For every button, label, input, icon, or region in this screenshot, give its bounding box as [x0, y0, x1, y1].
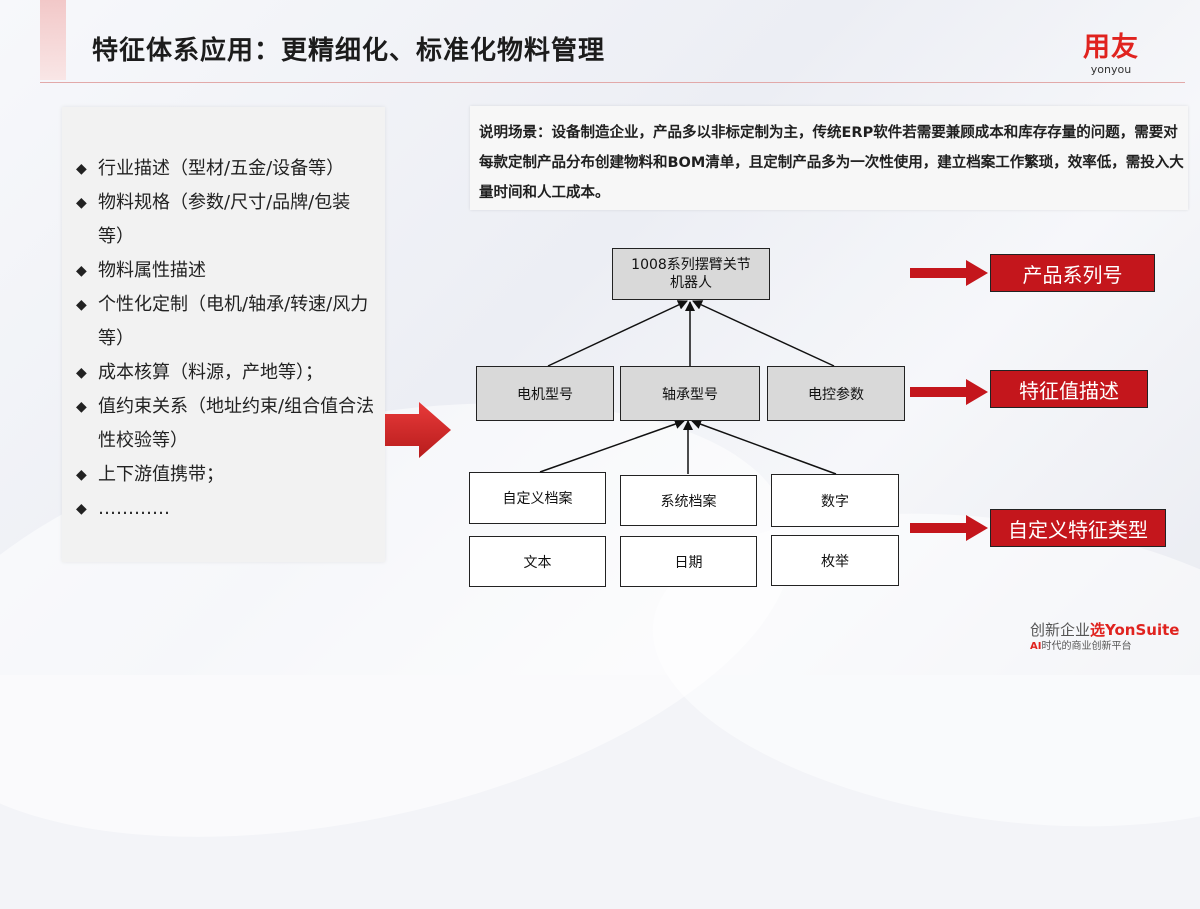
feature-node: 电控参数	[767, 366, 905, 421]
type-node: 文本	[469, 536, 606, 587]
diamond-bullet-icon: ◆	[76, 467, 87, 483]
label-text: 特征值描述	[1019, 378, 1119, 403]
label-text: 自定义特征类型	[1008, 517, 1148, 542]
type-node: 数字	[771, 474, 899, 527]
bullet-text: 个性化定制（电机/轴承/转速/风力等）	[98, 294, 369, 349]
slide-title: 特征体系应用：更精细化、标准化物料管理	[92, 36, 606, 66]
type-node: 日期	[620, 536, 757, 587]
feature-node: 电机型号	[476, 366, 614, 421]
feature-bullet-list: ◆ 行业描述（型材/五金/设备等） ◆ 物料规格（参数/尺寸/品牌/包装等） ◆ 物料…	[76, 152, 376, 526]
node-label: 系统档案	[660, 493, 717, 510]
diamond-bullet-icon: ◆	[76, 263, 87, 279]
label-arrow-icon	[910, 260, 988, 286]
node-label: 1008系列摆臂关节机器人	[631, 257, 751, 291]
type-node: 自定义档案	[469, 472, 606, 524]
big-right-arrow-icon	[385, 402, 451, 458]
label-custom-feature-type: 自定义特征类型	[990, 509, 1166, 547]
bullet-text: 物料规格（参数/尺寸/品牌/包装等）	[98, 192, 351, 247]
bullet-item: ◆ 物料规格（参数/尺寸/品牌/包装等）	[76, 186, 376, 254]
node-label: 枚举	[821, 553, 849, 570]
diamond-bullet-icon: ◆	[76, 399, 87, 415]
bullet-text: 上下游值携带；	[98, 464, 224, 485]
bullet-item: ◆ 个性化定制（电机/轴承/转速/风力等）	[76, 288, 376, 356]
title-divider	[40, 82, 1185, 83]
yonsuite-brand: 创新企业选YonSuite AI时代的商业创新平台	[1030, 620, 1180, 654]
label-text: 产品系列号	[1022, 262, 1123, 287]
label-arrow-icon	[910, 379, 988, 405]
logo-text-en: yonyou	[1090, 63, 1132, 76]
scenario-description-text: 说明场景：设备制造企业，产品多以非标定制为主，传统ERP软件若需要兼顾成本和库存…	[479, 125, 1184, 201]
type-node: 系统档案	[620, 475, 757, 526]
diamond-bullet-icon: ◆	[76, 501, 87, 517]
feature-list-panel: ◆ 行业描述（型材/五金/设备等） ◆ 物料规格（参数/尺寸/品牌/包装等） ◆ 物料…	[62, 107, 385, 562]
yonsuite-slogan: 创新企业选YonSuite	[1030, 620, 1180, 640]
slogan-prefix: 创新企业	[1030, 621, 1091, 639]
diamond-bullet-icon: ◆	[76, 195, 87, 211]
subtitle-text: 时代的商业创新平台	[1041, 641, 1132, 652]
node-label: 电控参数	[808, 386, 864, 403]
feature-node: 轴承型号	[620, 366, 760, 421]
diamond-bullet-icon: ◆	[76, 365, 87, 381]
node-label: 电机型号	[517, 386, 573, 403]
bullet-item: ◆ …………	[76, 492, 376, 526]
bullet-item: ◆ 行业描述（型材/五金/设备等）	[76, 152, 376, 186]
bullet-item: ◆ 物料属性描述	[76, 254, 376, 288]
root-node-product-series: 1008系列摆臂关节机器人	[612, 248, 770, 300]
bullet-item: ◆ 值约束关系（地址约束/组合值合法性校验等）	[76, 390, 376, 458]
node-label: 文本	[523, 554, 552, 571]
title-accent-bar	[40, 0, 66, 80]
label-product-series: 产品系列号	[990, 254, 1155, 292]
slogan-highlight: 选YonSuite	[1090, 621, 1180, 639]
label-feature-value: 特征值描述	[990, 370, 1148, 408]
diamond-bullet-icon: ◆	[76, 297, 87, 313]
yonyou-logo: 用友 yonyou	[1075, 32, 1147, 76]
ai-mark: AI	[1030, 641, 1042, 652]
bullet-text: 值约束关系（地址约束/组合值合法性校验等）	[98, 396, 375, 451]
type-node: 枚举	[771, 535, 899, 586]
bullet-item: ◆ 成本核算（料源，产地等）；	[76, 356, 376, 390]
yonsuite-subtitle: AI时代的商业创新平台	[1030, 640, 1180, 654]
bullet-text: 成本核算（料源，产地等）；	[98, 362, 323, 383]
bullet-item: ◆ 上下游值携带；	[76, 458, 376, 492]
node-label: 日期	[674, 554, 703, 571]
logo-text-cn: 用友	[1083, 32, 1139, 63]
bullet-text: 物料属性描述	[98, 260, 206, 281]
node-label: 数字	[821, 493, 849, 510]
diamond-bullet-icon: ◆	[76, 161, 87, 177]
bullet-text: …………	[98, 498, 170, 519]
node-label: 轴承型号	[662, 386, 718, 403]
node-label: 自定义档案	[502, 491, 573, 507]
label-arrow-icon	[910, 515, 988, 541]
bullet-text: 行业描述（型材/五金/设备等）	[98, 158, 345, 179]
scenario-description-box: 说明场景：设备制造企业，产品多以非标定制为主，传统ERP软件若需要兼顾成本和库存…	[470, 106, 1188, 210]
